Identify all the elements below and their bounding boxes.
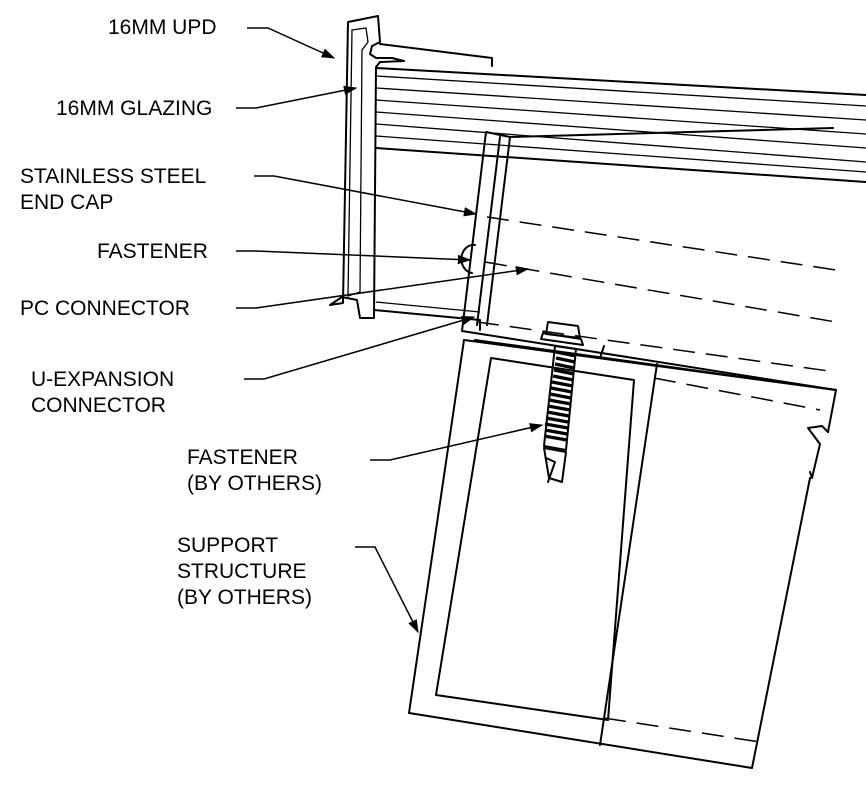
label-16mm-glazing: 16MM GLAZING [56, 97, 213, 120]
leader-lines [236, 27, 544, 634]
label-fastener-others-line1: FASTENER [187, 446, 298, 469]
label-end-cap-line2: END CAP [20, 191, 114, 214]
screw-fastener [540, 321, 584, 483]
label-pc-connector: PC CONNECTOR [20, 297, 190, 320]
label-end-cap-line1: STAINLESS STEEL [20, 165, 207, 188]
label-u-expansion-line1: U-EXPANSION [31, 368, 175, 391]
label-u-expansion-line2: CONNECTOR [31, 394, 166, 417]
support-structure [408, 339, 837, 769]
label-support-line3: (BY OTHERS) [177, 586, 312, 609]
glazing-panel [329, 15, 866, 331]
label-support-line2: STRUCTURE [177, 560, 307, 583]
label-fastener: FASTENER [97, 240, 208, 263]
label-fastener-others-line2: (BY OTHERS) [187, 472, 322, 495]
label-support-line1: SUPPORT [177, 534, 279, 557]
label-16mm-upd: 16MM UPD [108, 16, 217, 39]
